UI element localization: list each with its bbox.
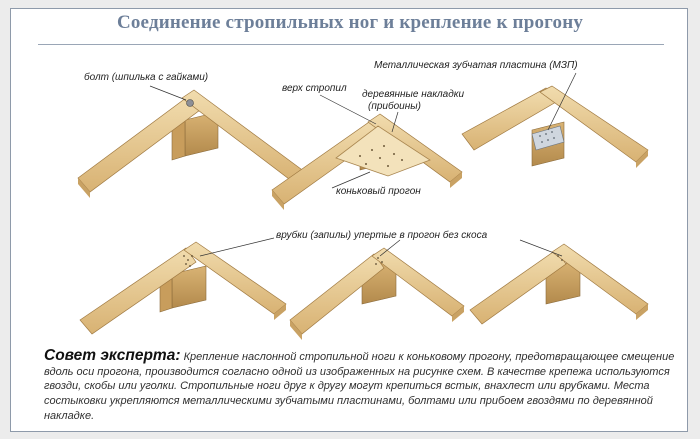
wood-overlay-plate [335, 125, 431, 177]
rafter-left-side [78, 178, 90, 198]
rafter-left-side [290, 320, 302, 340]
rafter-right-side [636, 150, 648, 168]
joint-bolted-overlap [77, 89, 306, 198]
joint-notched-right [469, 243, 649, 325]
label-rafter-top: верх стропил [282, 83, 347, 94]
rafter-right-side [452, 306, 464, 322]
rafter-left-side [272, 190, 284, 210]
expert-tip: Совет эксперта: Крепление наслонной стро… [44, 347, 676, 424]
label-wood-overlays-line1: деревянные накладки [362, 89, 464, 100]
label-wood-overlays-line2: (прибоины) [368, 100, 421, 112]
metal-plate-icon [531, 125, 565, 151]
rafter-left [79, 247, 197, 335]
bolt-icon [186, 99, 194, 107]
figure-frame [10, 8, 688, 432]
label-bolt: болт (шпилька с гайками) [84, 71, 208, 83]
rafter-right-side [450, 172, 462, 188]
leader-lines [149, 72, 577, 257]
rafter-left [469, 249, 567, 325]
joint-wood-overlays [271, 113, 463, 210]
label-metal-plate: Металлическая зубчатая пластина (МЗП) [374, 59, 578, 71]
rafter-right-side [274, 304, 286, 320]
label-notches: врубки (запилы) упертые в прогон без ско… [276, 229, 488, 241]
joint-butt-nailed [79, 241, 287, 335]
title-divider [38, 44, 664, 45]
joint-notched-center [289, 247, 465, 340]
label-ridge-purlin: коньковый прогон [336, 186, 421, 197]
rafter-right-side [636, 304, 648, 320]
expert-tip-heading: Совет эксперта: [44, 347, 181, 364]
page-title: Соединение стропильных ног и крепление к… [116, 12, 584, 33]
joint-metal-plate [461, 85, 649, 168]
expert-tip-text: Крепление наслонной стропильной ноги к к… [44, 351, 675, 422]
